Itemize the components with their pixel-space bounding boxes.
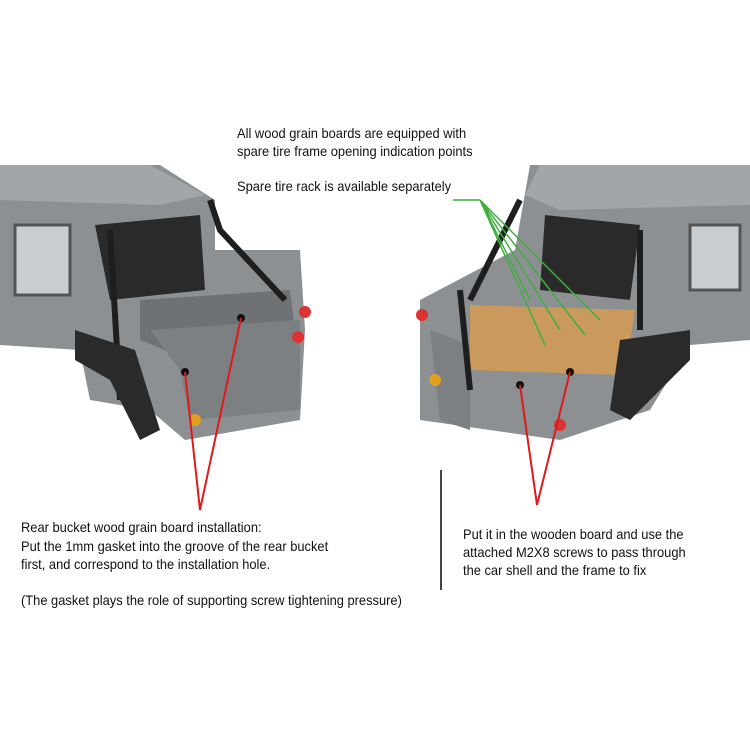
left-note-line4: (The gasket plays the role of supporting…	[21, 592, 402, 608]
top-note-line2: spare tire frame opening indication poin…	[237, 143, 473, 159]
top-note-line1: All wood grain boards are equipped with	[237, 125, 467, 141]
right-truck-wood-board-photo	[416, 165, 750, 440]
left-note-line1: Rear bucket wood grain board installatio…	[21, 519, 262, 535]
divider-line	[440, 470, 442, 590]
right-note-line2: attached M2X8 screws to pass through	[463, 544, 686, 560]
top-note-line3: Spare tire rack is available separately	[237, 178, 452, 194]
green-pointer-lines	[453, 199, 601, 346]
left-note-line2: Put the 1mm gasket into the groove of th…	[21, 538, 329, 554]
left-truck-rear-bucket-photo	[0, 165, 311, 440]
left-note-line3: first, and correspond to the installatio…	[21, 556, 271, 572]
right-note-line3: the car shell and the frame to fix	[463, 562, 647, 578]
red-pointer-lines-right	[519, 371, 571, 506]
red-pointer-lines-left	[184, 317, 242, 511]
right-note-line1: Put it in the wooden board and use the	[463, 526, 684, 542]
